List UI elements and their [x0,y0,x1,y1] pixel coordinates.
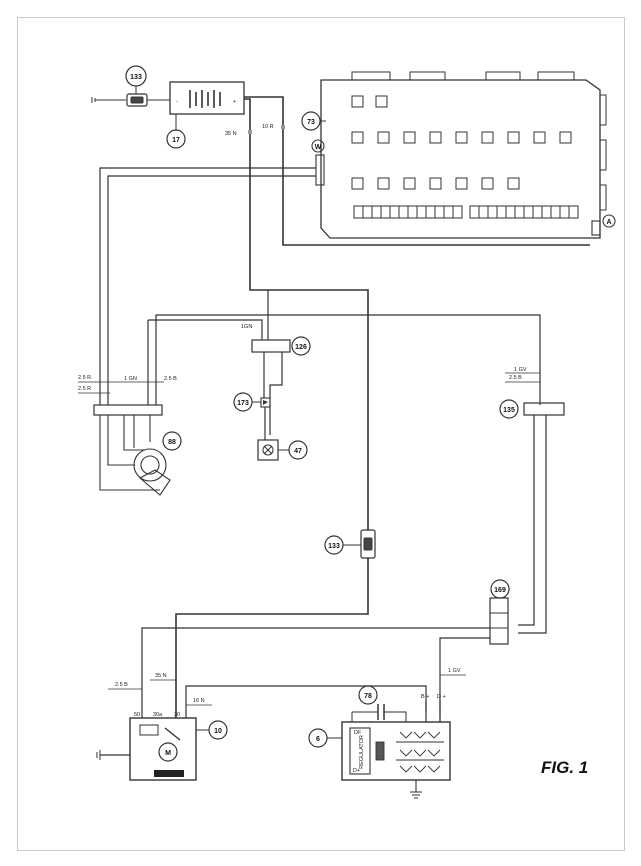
label-126: 126 [295,344,307,351]
wire-10r [244,96,590,246]
wire-label-35n-top: 35 N [225,131,237,137]
term-df: DF [354,730,362,736]
wire-label-1gv-bottom: 1 GV [448,668,461,674]
label-w: W [315,144,322,151]
wire-label-25r-a: 2.5 R [78,375,91,381]
wire-w-2 [107,175,316,405]
connector-169 [489,597,509,645]
fusebox-fuse-row-left [353,205,463,219]
wire-label-16n: 16 N [193,698,205,704]
battery-plus: + [233,99,236,105]
fusebox-fuse-row-right [469,205,579,219]
battery-cells [189,90,221,108]
wire-1gv-bottom [439,637,490,718]
starter-term-50: 50 [134,712,140,718]
label-17: 17 [172,137,180,144]
label-173: 173 [237,400,249,407]
starter-motor-10 [129,717,197,781]
connector-a [591,220,601,236]
wire-25b-bottom [141,627,490,718]
term-d-plus-inner: D+ [353,768,360,774]
label-a: A [606,219,611,226]
wire-label-10r: 10 R [262,124,274,130]
starter-term-30a: 30a [153,712,163,718]
wire-35n-lower [175,558,369,718]
badge-135 [499,399,519,419]
label-73: 73 [307,119,315,126]
rectifier-diodes [375,731,444,773]
wire-label-1gv-right: 1 GV [514,367,527,373]
label-6: 6 [316,736,320,743]
term-d-plus: D + [437,694,446,700]
label-135: 135 [503,407,515,414]
wire-label-25b-bottom: 2.5 B [115,682,128,688]
wire-label-25b-left: 2.5 B [164,376,177,382]
figure-label: FIG. 1 [541,758,588,777]
wire-35n [244,98,369,530]
motor-label: M [165,750,171,757]
motor-symbol [158,742,178,762]
regulator-label: REGULATOR [359,735,365,769]
wire-1gv [155,314,541,405]
badge-88 [162,431,182,451]
wire-label-1gn-126: 1GN [241,324,252,330]
ground-symbol-top [91,97,126,103]
badge-a [602,214,616,228]
label-47: 47 [294,448,302,455]
badge-78 [358,685,378,705]
wire-label-1gn-left: 1 GN [124,376,137,382]
connector-126 [251,339,291,353]
label-133-mid: 133 [328,543,340,550]
badge-169 [490,579,510,599]
label-169: 169 [494,587,506,594]
regulator-box [349,727,371,775]
fusebox-connectors-right [600,94,607,211]
ignition-switch-88 [99,415,171,496]
wire-label-35n-bottom: 35 N [155,673,167,679]
fusebox-73 [320,79,601,239]
label-10: 10 [214,728,222,735]
badge-w [311,139,325,153]
label-78: 78 [364,693,372,700]
connector-135 [523,402,565,416]
wire-label-25b-right: 2.5 B [509,375,522,381]
fuse-element [130,96,144,104]
wire-w-1 [99,167,316,405]
battery-17 [169,81,245,115]
connector-w [315,154,325,186]
label-88: 88 [168,439,176,446]
label-133-top: 133 [130,74,142,81]
starter-term-30: 30 [174,712,180,718]
connector-88 [93,404,163,416]
wire-label-25r-b: 2.5 R [78,386,91,392]
fusebox-relays [351,95,572,190]
battery-minus: - [176,99,178,105]
fusebox-connectors-top [351,71,575,80]
term-b-plus: B + [421,694,429,700]
alternator-6 [341,721,451,781]
badge-126 [291,336,311,356]
